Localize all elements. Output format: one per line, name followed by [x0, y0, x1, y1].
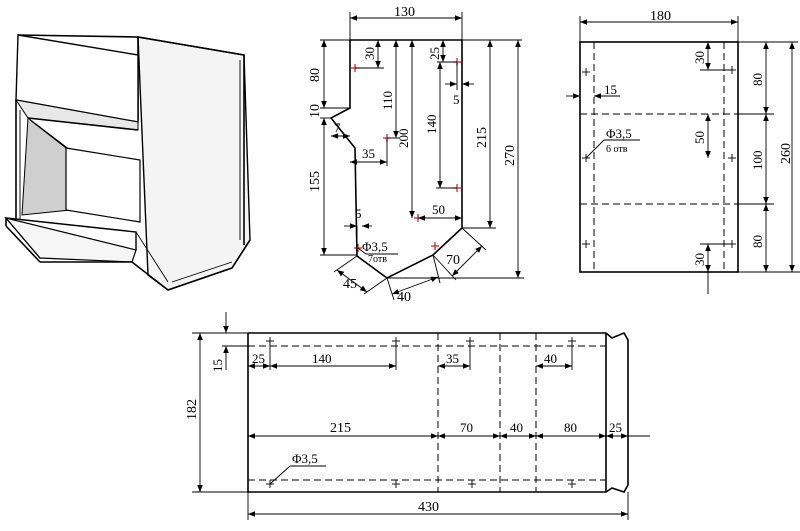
dim-side-hole-30: 30 [362, 47, 377, 60]
dim-side-45: 45 [343, 277, 357, 292]
side-panel-view: 130 80 10 155 30 25 5 110 [308, 5, 524, 305]
front-holes-diameter: Φ3,5 [292, 451, 318, 466]
dim-front-25-mid: 25 [609, 420, 622, 435]
dim-side-7: 7 [334, 120, 341, 135]
dim-back-right-100: 100 [750, 151, 765, 171]
dim-side-200: 200 [396, 129, 411, 149]
dim-back-top-30: 30 [692, 51, 707, 64]
dim-side-110: 110 [380, 91, 395, 110]
dim-back-width: 180 [650, 9, 671, 24]
dim-front-140: 140 [312, 351, 332, 366]
isometric-view [4, 34, 251, 291]
dim-back-50: 50 [692, 131, 707, 144]
dim-side-270: 270 [503, 145, 518, 166]
dim-front-height: 182 [185, 399, 200, 420]
dim-back-right-80-top: 80 [750, 73, 765, 86]
dim-front-40-top: 40 [544, 351, 557, 366]
dim-front-70: 70 [460, 420, 473, 435]
dim-front-80: 80 [564, 420, 577, 435]
dim-side-35: 35 [362, 146, 375, 161]
dim-side-10: 10 [308, 104, 323, 118]
dim-side-155: 155 [308, 171, 323, 192]
dim-side-hole-25: 25 [427, 47, 442, 60]
dim-side-5-top: 5 [453, 92, 460, 107]
dim-side-50: 50 [432, 202, 445, 217]
dim-side-top-width: 130 [394, 5, 415, 20]
dim-front-40-mid: 40 [510, 420, 523, 435]
dim-side-80: 80 [308, 68, 323, 82]
dim-side-40: 40 [397, 290, 411, 305]
dim-side-215: 215 [475, 127, 490, 148]
dim-front-35: 35 [446, 351, 459, 366]
dim-back-right-80-bottom: 80 [750, 235, 765, 248]
back-panel-view: 180 30 15 Φ3,5 6 отв 50 30 80 100 80 [566, 9, 800, 294]
side-holes-count: 7отв [368, 254, 387, 265]
back-holes-count: 6 отв [606, 144, 628, 155]
back-holes-diameter: Φ3,5 [606, 126, 632, 141]
dim-front-25-top: 25 [252, 351, 265, 366]
dim-front-215: 215 [330, 421, 351, 436]
dim-back-15: 15 [604, 82, 617, 97]
dim-side-5-bottom: 5 [355, 206, 362, 221]
dim-back-total: 260 [779, 143, 794, 164]
dim-front-total: 430 [418, 500, 439, 515]
front-panel-view: 15 182 25 140 35 40 215 70 40 80 25 Φ3,5 [185, 312, 650, 520]
dim-front-15: 15 [210, 359, 225, 372]
dim-side-70: 70 [446, 253, 460, 268]
dim-side-140: 140 [424, 115, 439, 135]
dim-back-bottom-30: 30 [692, 253, 707, 266]
side-holes-diameter: Φ3,5 [362, 239, 388, 254]
